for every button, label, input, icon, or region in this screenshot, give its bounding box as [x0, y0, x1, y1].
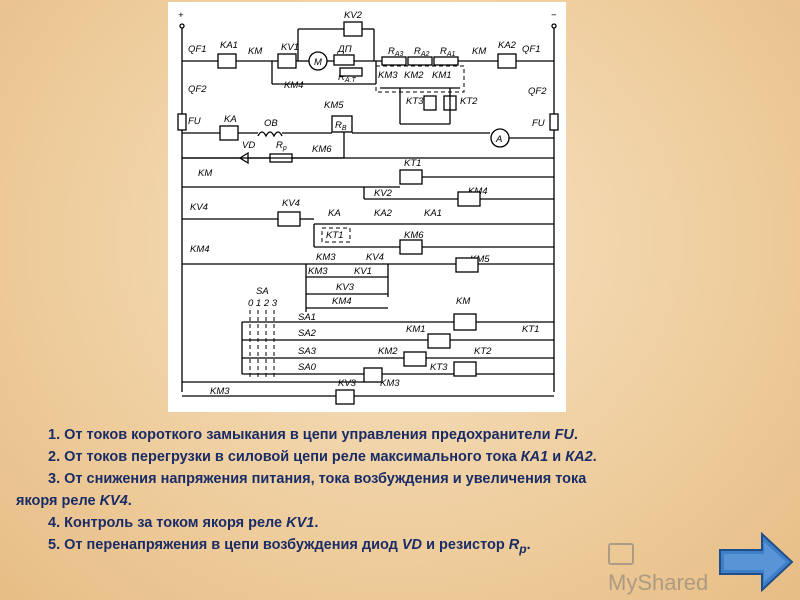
label-ka1-r3: KA1	[424, 208, 442, 219]
label-qf2-left: QF2	[188, 84, 207, 95]
label-km2-coil: KM2	[378, 346, 398, 357]
label-sa3: SA3	[298, 346, 317, 357]
note-2: 2. От токов перегрузки в силовой цепи ре…	[48, 449, 597, 465]
label-km5-coil: KM5	[470, 254, 490, 265]
watermark-logo: MyShared	[608, 538, 718, 595]
label-ra2: RA2	[414, 46, 430, 58]
minus-terminal: −	[551, 10, 557, 21]
label-kt2-top: KT2	[460, 96, 478, 107]
circuit-diagram: + − QF1 KA1 KM KV1 M ДП KV2 KM4 RA.T RA3…	[168, 2, 566, 412]
label-kt1-r1: KT1	[404, 158, 421, 169]
label-sa2: SA2	[298, 328, 317, 339]
label-km6-a: KM6	[312, 144, 332, 155]
label-kt2-end: KT2	[474, 346, 492, 357]
next-slide-button[interactable]	[718, 530, 794, 594]
label-km6-coil: KM6	[404, 230, 424, 241]
label-km3-top: KM3	[378, 70, 398, 81]
label-kt3-top: KT3	[406, 96, 424, 107]
label-km4-top: KM4	[284, 80, 304, 91]
label-ka: KA	[224, 114, 237, 125]
label-rv: RВ	[335, 120, 347, 132]
label-qf2-right: QF2	[528, 86, 547, 97]
label-km3-coil: KM3	[380, 378, 400, 389]
arrow-right-icon	[719, 531, 794, 593]
label-kv2: KV2	[344, 10, 363, 21]
note-3-continued: якоря реле KV4.	[16, 493, 132, 509]
label-qf1-left: QF1	[188, 44, 206, 55]
label-km4-r6: KM4	[332, 296, 352, 307]
label-kt1-r4: KT1	[326, 230, 343, 241]
ammeter-symbol: A	[495, 134, 502, 145]
label-km3-left: KM3	[210, 386, 230, 397]
label-kv3-r6: KV3	[336, 282, 355, 293]
label-kt3-coil: KT3	[430, 362, 448, 373]
label-kv4-r5: KV4	[366, 252, 384, 263]
label-rat: RA.T	[338, 72, 356, 84]
label-sa: SA	[256, 286, 269, 297]
plus-terminal: +	[178, 10, 184, 21]
label-ka2-r3: KA2	[374, 208, 393, 219]
note-4: 4. Контроль за током якоря реле KV1.	[48, 515, 319, 531]
label-ka-r3: KA	[328, 208, 341, 219]
label-ob: OB	[264, 118, 278, 129]
label-ra3: RA3	[388, 46, 404, 58]
label-kv1-r5: KV1	[354, 266, 372, 277]
note-3: 3. От снижения напряжения питания, тока …	[48, 471, 587, 487]
protection-notes: 1. От токов короткого замыкания в цепи у…	[0, 424, 800, 560]
label-kv2-r2: KV2	[374, 188, 393, 199]
label-kv1: KV1	[281, 42, 299, 53]
label-kv4-r3: KV4	[190, 202, 208, 213]
label-km-top: KM	[248, 46, 262, 57]
label-sa-positions: 0 1 2 3	[248, 298, 278, 309]
watermark-icon	[608, 543, 634, 566]
label-dp: ДП	[337, 44, 352, 55]
label-km5: KM5	[324, 100, 344, 111]
label-km-r1: KM	[198, 168, 212, 179]
label-km-coil: KM	[456, 296, 470, 307]
label-sa0: SA0	[298, 362, 317, 373]
label-rp: Rp	[276, 140, 287, 152]
label-km2-top: KM2	[404, 70, 424, 81]
label-fu-left: FU	[188, 116, 201, 127]
motor-symbol: M	[314, 57, 322, 68]
label-km3-r5b: KM3	[308, 266, 328, 277]
label-ka1: KA1	[220, 40, 238, 51]
label-km-top-right: KM	[472, 46, 486, 57]
label-kt1-end: KT1	[522, 324, 539, 335]
circuit-schematic-svg: + − QF1 KA1 KM KV1 M ДП KV2 KM4 RA.T RA3…	[177, 10, 559, 405]
label-kv4-coil: KV4	[282, 198, 300, 209]
label-vd: VD	[242, 140, 255, 151]
label-qf1-right: QF1	[522, 44, 540, 55]
label-ra1: RA1	[440, 46, 456, 58]
label-km3-r5: KM3	[316, 252, 336, 263]
label-km4-r5: KM4	[190, 244, 210, 255]
label-km1-top: KM1	[432, 70, 452, 81]
label-ka2-top: KA2	[498, 40, 517, 51]
label-km1-coil: KM1	[406, 324, 426, 335]
label-kv3-coil: KV3	[338, 378, 357, 389]
note-1: 1. От токов короткого замыкания в цепи у…	[48, 427, 578, 443]
note-5: 5. От перенапряжения в цепи возбуждения …	[48, 537, 531, 556]
label-sa1: SA1	[298, 312, 316, 323]
label-fu-right: FU	[532, 118, 545, 129]
